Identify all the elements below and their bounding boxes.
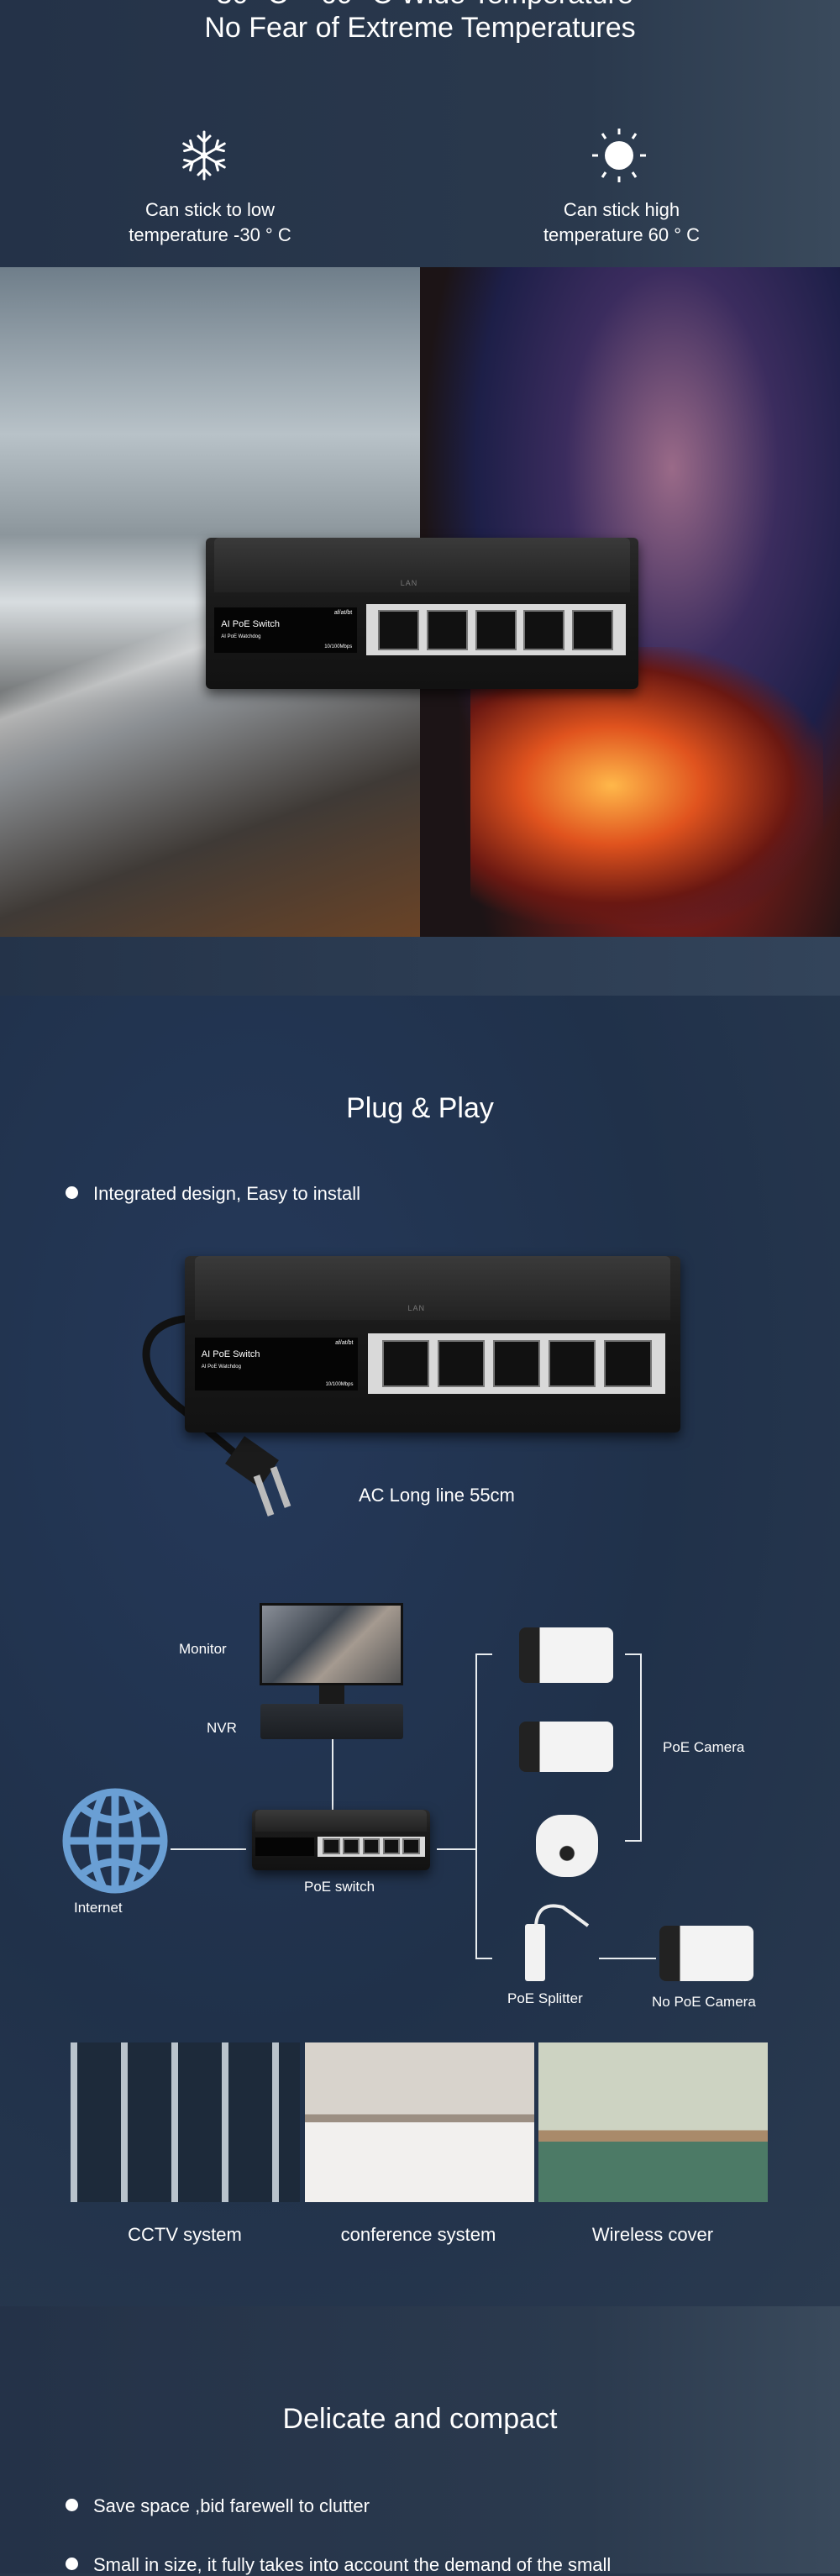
switch-speed: 10/100Mbps [325, 1381, 354, 1387]
bracket-line [625, 1653, 642, 1655]
bracket-line [625, 1840, 642, 1842]
globe-icon [62, 1788, 168, 1894]
poe-switch-label: PoE switch [304, 1879, 375, 1895]
ethernet-port [382, 1838, 400, 1855]
ethernet-port [438, 1340, 486, 1387]
ethernet-port [402, 1838, 420, 1855]
section-subtitle: No Fear of Extreme Temperatures [204, 12, 636, 44]
low-temp-caption: Can stick to low temperature -30 ° C [84, 197, 336, 248]
conference-system-photo [305, 2042, 534, 2202]
poe-camera-label: PoE Camera [663, 1739, 745, 1755]
plug-play-title: Plug & Play [346, 1092, 494, 1124]
high-temp-caption: Can stick high temperature 60 ° C [496, 197, 748, 248]
no-poe-camera-image [659, 1926, 753, 1981]
bracket-line [475, 1653, 492, 1655]
ethernet-port [549, 1340, 596, 1387]
low-temp-line2: temperature -30 ° C [129, 224, 291, 245]
switch-sub: AI PoE Watchdog [201, 1364, 241, 1369]
plug-play-bullet: Integrated design, Easy to install [66, 1183, 360, 1205]
switch-speed: 10/100Mbps [324, 644, 353, 649]
bullet-camera-image [519, 1627, 613, 1683]
dome-camera-image [536, 1815, 598, 1877]
poe-switch-image: LAN af/at/bt AI PoE Switch AI PoE Watchdog… [185, 1256, 680, 1433]
switch-ports [318, 1836, 425, 1858]
splitter-cable [534, 1904, 590, 1927]
ethernet-port [604, 1340, 652, 1387]
cable-length-label: AC Long line 55cm [359, 1485, 515, 1506]
high-temp-line2: temperature 60 ° C [543, 224, 701, 245]
switch-sub: AI PoE Watchdog [221, 633, 261, 639]
ethernet-port [323, 1838, 340, 1855]
lava-flow [470, 647, 823, 924]
connector-line [171, 1848, 246, 1850]
ethernet-port [523, 609, 565, 650]
poe-switch-image: LAN af/at/bt AI PoE Switch AI PoE Watchdog… [206, 538, 638, 689]
power-cable-plug [142, 1314, 291, 1517]
lan-indicator-label: LAN [407, 1303, 426, 1312]
ethernet-port [382, 1340, 430, 1387]
poe-splitter-image [525, 1924, 545, 1981]
ethernet-port [493, 1340, 541, 1387]
application-caption: CCTV system [128, 2224, 242, 2245]
connector-line [437, 1848, 475, 1850]
ethernet-port [378, 609, 420, 650]
switch-standard: af/at/bt [335, 1339, 354, 1346]
compact-bullet: Small in size, it fully takes into accou… [66, 2554, 611, 2576]
switch-name: AI PoE Switch [221, 618, 280, 629]
ethernet-port [362, 1838, 381, 1855]
wireless-cover-photo [538, 2042, 768, 2202]
monitor-label: Monitor [179, 1641, 227, 1657]
switch-name: AI PoE Switch [201, 1348, 260, 1359]
snowflake-icon [179, 130, 229, 181]
internet-label: Internet [74, 1900, 123, 1916]
lan-indicator-label: LAN [400, 578, 418, 587]
connector-line [599, 1958, 656, 1959]
section-title: -30 °C ~ 60 °C Wide Temperature [0, 0, 840, 11]
bullet-camera-image [519, 1722, 613, 1772]
ethernet-port [343, 1838, 360, 1855]
monitor-stand [319, 1685, 344, 1704]
compact-bullet: Save space ,bid farewell to clutter [66, 2495, 370, 2517]
cctv-system-photo [71, 2042, 300, 2202]
switch-standard: af/at/bt [333, 609, 353, 616]
application-caption: conference system [340, 2224, 496, 2245]
poe-splitter-label: PoE Splitter [507, 1990, 583, 2006]
compact-section [0, 2306, 840, 2573]
poe-switch-image [252, 1810, 430, 1870]
bracket-line [640, 1653, 642, 1842]
sun-icon [592, 129, 646, 182]
compact-title: Delicate and compact [282, 2403, 558, 2435]
temperature-section [0, 0, 840, 267]
monitor-image [260, 1603, 403, 1685]
switch-ports [365, 604, 626, 656]
switch-ports [368, 1333, 666, 1394]
section-divider [0, 937, 840, 996]
ethernet-port [475, 609, 517, 650]
high-temp-line1: Can stick high [563, 199, 680, 220]
ethernet-port [571, 609, 613, 650]
application-caption: Wireless cover [591, 2224, 714, 2245]
ethernet-port [426, 609, 468, 650]
bracket-line [475, 1958, 492, 1959]
connector-line [332, 1739, 333, 1810]
nvr-image [260, 1704, 403, 1739]
no-poe-camera-label: No PoE Camera [652, 1994, 756, 2010]
low-temp-line1: Can stick to low [144, 199, 276, 220]
nvr-label: NVR [207, 1720, 237, 1736]
bracket-line [475, 1653, 477, 1958]
